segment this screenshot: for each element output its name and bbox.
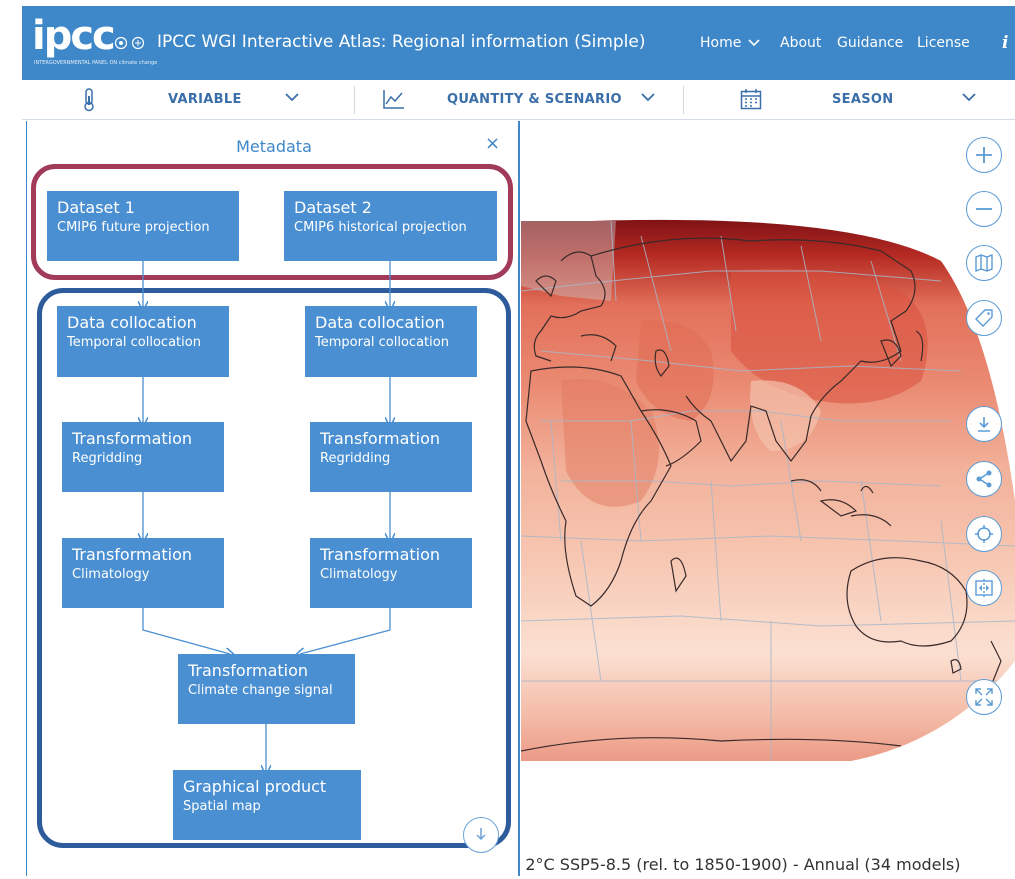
node-regridding-2[interactable]: Transformation Regridding — [310, 422, 472, 492]
node-climate-change-signal[interactable]: Transformation Climate change signal — [178, 654, 355, 724]
logo-subtext: INTERGOVERNMENTAL PANEL ON climate chang… — [34, 60, 158, 66]
node-subtitle: Climate change signal — [188, 683, 333, 698]
processing-group — [37, 288, 511, 848]
plus-icon — [976, 147, 992, 163]
node-subtitle: Climatology — [72, 567, 150, 582]
node-title: Transformation — [72, 429, 193, 448]
nav-about[interactable]: About — [780, 35, 822, 51]
node-title: Dataset 1 — [57, 198, 135, 217]
compare-button[interactable] — [966, 570, 1002, 606]
world-map[interactable] — [521, 121, 1015, 876]
nav-guidance[interactable]: Guidance — [837, 35, 904, 51]
chevron-down-icon — [748, 39, 760, 47]
download-icon — [476, 828, 486, 841]
app-title: IPCC WGI Interactive Atlas: Regional inf… — [157, 32, 646, 52]
download-button[interactable] — [966, 406, 1002, 442]
expand-icon — [975, 688, 993, 706]
basemap-button[interactable] — [966, 245, 1002, 281]
variable-label: VARIABLE — [168, 92, 242, 107]
panel-download-button[interactable] — [463, 817, 499, 853]
nav-license[interactable]: License — [917, 35, 970, 51]
node-graphical-product[interactable]: Graphical product Spatial map — [173, 770, 361, 840]
crosshair-icon — [975, 525, 993, 543]
compare-icon — [975, 579, 993, 597]
node-title: Dataset 2 — [294, 198, 372, 217]
node-data-collocation-2[interactable]: Data collocation Temporal collocation — [305, 306, 477, 377]
node-subtitle: CMIP6 historical projection — [294, 220, 467, 235]
nav-home[interactable]: Home — [700, 35, 760, 51]
top-header: ipcc INTERGOVERNMENTAL PANEL ON climate … — [22, 6, 1015, 80]
node-climatology-2[interactable]: Transformation Climatology — [310, 538, 472, 608]
node-title: Data collocation — [67, 313, 197, 332]
calendar-icon — [740, 89, 762, 110]
locate-button[interactable] — [966, 516, 1002, 552]
node-subtitle: Temporal collocation — [315, 335, 449, 350]
node-subtitle: Temporal collocation — [67, 335, 201, 350]
zoom-out-button[interactable] — [966, 191, 1002, 227]
node-title: Transformation — [188, 661, 309, 680]
node-title: Graphical product — [183, 777, 327, 796]
quantity-scenario-selector[interactable]: QUANTITY & SCENARIO — [355, 80, 683, 120]
node-subtitle: Climatology — [320, 567, 398, 582]
fullscreen-button[interactable] — [966, 679, 1002, 715]
panel-title: Metadata — [236, 137, 312, 156]
quantity-scenario-label: QUANTITY & SCENARIO — [447, 92, 622, 107]
label-button[interactable] — [966, 300, 1002, 336]
close-icon[interactable]: × — [485, 133, 501, 154]
share-button[interactable] — [966, 461, 1002, 497]
selector-divider — [683, 86, 684, 114]
variable-selector[interactable]: VARIABLE — [22, 80, 354, 120]
line-chart-icon — [383, 90, 404, 109]
node-title: Transformation — [320, 545, 441, 564]
node-climatology-1[interactable]: Transformation Climatology — [62, 538, 224, 608]
tag-icon — [975, 309, 993, 327]
download-icon — [978, 417, 990, 432]
node-dataset-1[interactable]: Dataset 1 CMIP6 future projection — [47, 191, 239, 261]
node-title: Data collocation — [315, 313, 445, 332]
selector-bar: VARIABLE QUANTITY & SCENARIO SEASON — [22, 80, 1015, 120]
chevron-down-icon — [641, 93, 655, 102]
share-icon — [976, 470, 992, 488]
nav-home-label: Home — [700, 35, 742, 51]
map-viewport[interactable] — [521, 121, 1015, 876]
node-subtitle: Regridding — [72, 451, 143, 466]
minus-icon — [976, 208, 992, 210]
node-regridding-1[interactable]: Transformation Regridding — [62, 422, 224, 492]
logo-wordmark: ipcc — [32, 13, 116, 59]
selector-divider — [354, 86, 355, 114]
season-selector[interactable]: SEASON — [684, 80, 1015, 120]
map-icon — [975, 253, 993, 273]
node-subtitle: CMIP6 future projection — [57, 220, 210, 235]
season-label: SEASON — [832, 92, 894, 107]
datasets-group — [31, 164, 513, 280]
chevron-down-icon — [962, 93, 976, 102]
node-subtitle: Regridding — [320, 451, 391, 466]
ipcc-logo[interactable]: ipcc INTERGOVERNMENTAL PANEL ON climate … — [32, 12, 157, 74]
chevron-down-icon — [285, 93, 299, 102]
node-title: Transformation — [320, 429, 441, 448]
zoom-in-button[interactable] — [966, 137, 1002, 173]
thermometer-icon — [84, 88, 94, 112]
info-icon[interactable]: i — [1002, 33, 1009, 53]
node-subtitle: Spatial map — [183, 799, 261, 814]
node-data-collocation-1[interactable]: Data collocation Temporal collocation — [57, 306, 229, 377]
un-emblem-icon — [114, 36, 148, 53]
node-title: Transformation — [72, 545, 193, 564]
map-caption: t 2°C SSP5-8.5 (rel. to 1850-1900) - Ann… — [514, 855, 961, 874]
node-dataset-2[interactable]: Dataset 2 CMIP6 historical projection — [284, 191, 497, 261]
